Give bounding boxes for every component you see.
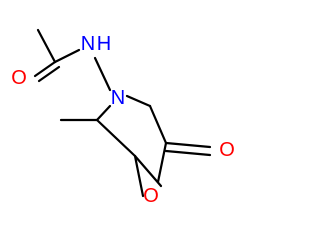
bond-lowerch-methyl: [133, 154, 163, 188]
bond-ch-methyl-lower: [95, 118, 137, 158]
bond-carbonyl-o-1: [33, 60, 57, 78]
atom-amide-n: N: [81, 33, 95, 55]
atom-ring-o: O: [143, 185, 159, 207]
bond-ringo-ch: [133, 154, 145, 198]
bond-carbonyl-o-2: [37, 65, 61, 83]
atom-acetyl-carbonyl-o: O: [11, 67, 27, 89]
bond-nh-ringn: [93, 56, 112, 92]
atom-layer: N H O N O O: [11, 33, 235, 207]
bond-carbonyl-nh: [53, 48, 81, 64]
bond-ch-ringn: [95, 104, 112, 122]
bond-layer: [33, 28, 212, 198]
molecule-diagram: N H O N O O: [11, 28, 235, 207]
atom-ring-n: N: [111, 87, 125, 109]
bond-lactone-o-2: [164, 149, 212, 157]
atom-amide-h: H: [97, 33, 111, 55]
bond-lactonec-ringo: [156, 141, 168, 184]
bond-methyl-carbonyl: [36, 28, 57, 64]
bond-ch2-lactonec: [148, 104, 168, 145]
bond-lactone-o-1: [164, 141, 212, 149]
atom-lactone-o: O: [219, 139, 235, 161]
bond-ringn-ch2: [125, 94, 152, 108]
